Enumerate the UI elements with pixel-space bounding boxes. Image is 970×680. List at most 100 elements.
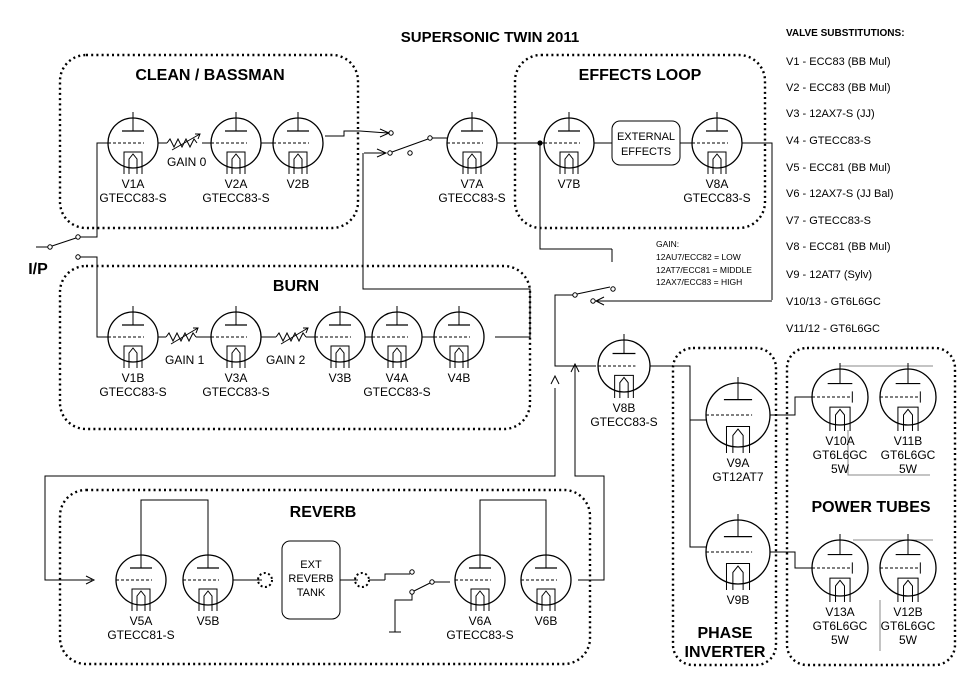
tube-v4b: V4B [433,306,485,385]
tube-cathode [288,151,308,174]
tube-cathode [707,151,727,174]
tube-cathode [226,345,246,368]
tube-heater [392,347,402,368]
tube-cathode [897,577,919,602]
tube-cathode [897,406,919,431]
input-label: I/P [28,261,48,278]
power-tubes-section-box [785,346,957,667]
tube-id-label: V1A [122,177,145,191]
grey-wiring [840,365,933,651]
tube-id-label: V11B [894,434,922,448]
tube-id-label: V9B [727,593,750,607]
tube-id-label: V6B [535,614,558,628]
reverb-tank-line2: REVERB [288,573,333,585]
reverb-send-jack-icon [257,572,273,588]
tube-id-label: V7B [558,177,581,191]
substitution-item: V5 - ECC81 (BB Mul) [786,162,891,174]
tube-heater [454,347,464,368]
tube-heater [541,590,551,611]
tube-heater [835,579,845,602]
external-effects-line2: EFFECTS [621,146,671,158]
tube-type-label: GT6L6GC [813,619,868,633]
tube-id-label: V4A [386,371,409,385]
tube-power-label: 5W [831,633,850,647]
tube-type-label: GT6L6GC [881,448,936,462]
tube-cathode [536,588,556,611]
tube-cathode [449,345,469,368]
tube-cathode [614,374,634,398]
gain2-label: GAIN 2 [266,353,306,367]
tube-heater [732,565,744,590]
tube-heater [712,153,722,174]
tube-type-label: GT12AT7 [712,470,763,484]
substitution-item: V3 - 12AX7-S (JJ) [786,108,875,120]
tube-v5b: V5B [182,549,234,628]
substitution-item: V8 - ECC81 (BB Mul) [786,241,891,253]
gain-potentiometers [165,133,309,345]
reverb-tank-block [281,540,341,620]
substitution-item: V9 - 12AT7 (Sylv) [786,269,872,281]
tube-heater [732,428,744,453]
gain1-pot-icon [165,331,197,343]
tube-cathode [198,588,218,611]
tube-heater [835,408,845,431]
gain2-pot-icon [275,331,307,343]
section-boxes [58,53,957,667]
tube-id-label: V9A [727,456,750,470]
tube-heater [128,347,138,368]
tube-heater [231,347,241,368]
tube-cathode [725,426,751,453]
burn-section-title: BURN [273,278,319,295]
tube-heater [903,408,913,431]
tube-id-label: V1B [122,371,145,385]
tube-power-label: 5W [899,633,918,647]
clean-section-title: CLEAN / BASSMAN [135,67,284,84]
tube-cathode [123,151,143,174]
tube-id-label: V3A [225,371,248,385]
tube-type-label: GTECC83-S [99,385,166,399]
tube-heater [467,153,477,174]
substitution-item: V1 - ECC83 (BB Mul) [786,56,891,68]
substitution-item: V7 - GTECC83-S [786,215,871,227]
tube-cathode [829,406,851,431]
phase-inverter-title-line2: INVERTER [685,644,766,661]
effects-section-box [513,53,767,230]
tube-id-label: V2B [287,177,310,191]
tube-type-label: GTECC83-S [683,191,750,205]
tube-heater [564,153,574,174]
tube-id-label: V3B [329,371,352,385]
valve-substitutions: VALVE SUBSTITUTIONS: V1 - ECC83 (BB Mul)… [786,28,905,335]
tube-heater [335,347,345,368]
tube-cathode [131,588,151,611]
substitution-item: V10/13 - GT6L6GC [786,296,881,308]
tube-cathode [470,588,490,611]
tube-id-label: V13A [825,605,854,619]
tube-v9b: V9B [705,514,771,607]
tube-type-label: GTECC81-S [107,628,174,642]
effects-section-title: EFFECTS LOOP [579,67,702,84]
tube-id-label: V5A [130,614,153,628]
substitution-item: V6 - 12AX7-S (JJ Bal) [786,188,894,200]
tube-id-label: V8B [613,401,636,415]
substitution-item: V11/12 - GT6L6GC [786,323,880,335]
tube-cathode [226,151,246,174]
tube-type-label: GTECC83-S [438,191,505,205]
tube-type-label: GTECC83-S [590,415,657,429]
tube-type-label: GT6L6GC [813,448,868,462]
tube-type-label: GTECC83-S [202,385,269,399]
external-effects-line1: EXTERNAL [617,131,675,143]
gain-note-line: 12AU7/ECC82 = LOW [656,252,741,262]
